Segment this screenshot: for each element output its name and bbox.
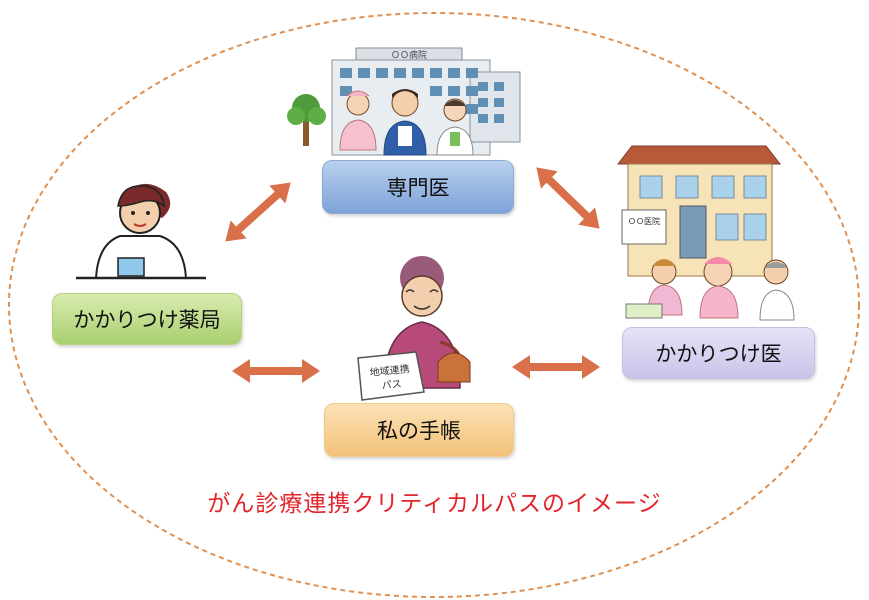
specialist-label: 専門医 bbox=[322, 160, 514, 214]
arrow-pharmacy-notebook bbox=[232, 359, 320, 383]
diagram-caption: がん診療連携クリティカルパスのイメージ bbox=[207, 491, 662, 517]
clinic-staff-figures bbox=[625, 257, 795, 321]
family-doctor-label: かかりつけ医 bbox=[622, 327, 815, 379]
arrow-specialist-clinic bbox=[536, 167, 600, 229]
clinic-sign-text: ＯＯ医院 bbox=[628, 216, 660, 226]
arrow-specialist-pharmacy bbox=[225, 182, 291, 242]
path-document-line1: 地域連携 bbox=[369, 362, 410, 379]
arrows bbox=[225, 167, 600, 383]
pharmacy-label: かかりつけ薬局 bbox=[52, 293, 242, 345]
pharmacy-illustration bbox=[76, 183, 206, 280]
clinic-illustration: ＯＯ医院 bbox=[616, 145, 795, 321]
dashed-oval-boundary bbox=[8, 12, 860, 598]
arrow-notebook-clinic bbox=[512, 355, 600, 379]
doctor-figure bbox=[383, 89, 427, 156]
path-document-line2: パス bbox=[381, 378, 402, 392]
hospital-sign-text: ＯＯ病院 bbox=[391, 49, 427, 61]
pharmacist-figure bbox=[436, 98, 474, 156]
my-notebook-label: 私の手帳 bbox=[324, 403, 514, 457]
hospital-illustration: ＯＯ病院 bbox=[287, 47, 521, 156]
patient-illustration: 地域連携 パス bbox=[357, 256, 471, 401]
nurse-figure bbox=[339, 90, 377, 151]
